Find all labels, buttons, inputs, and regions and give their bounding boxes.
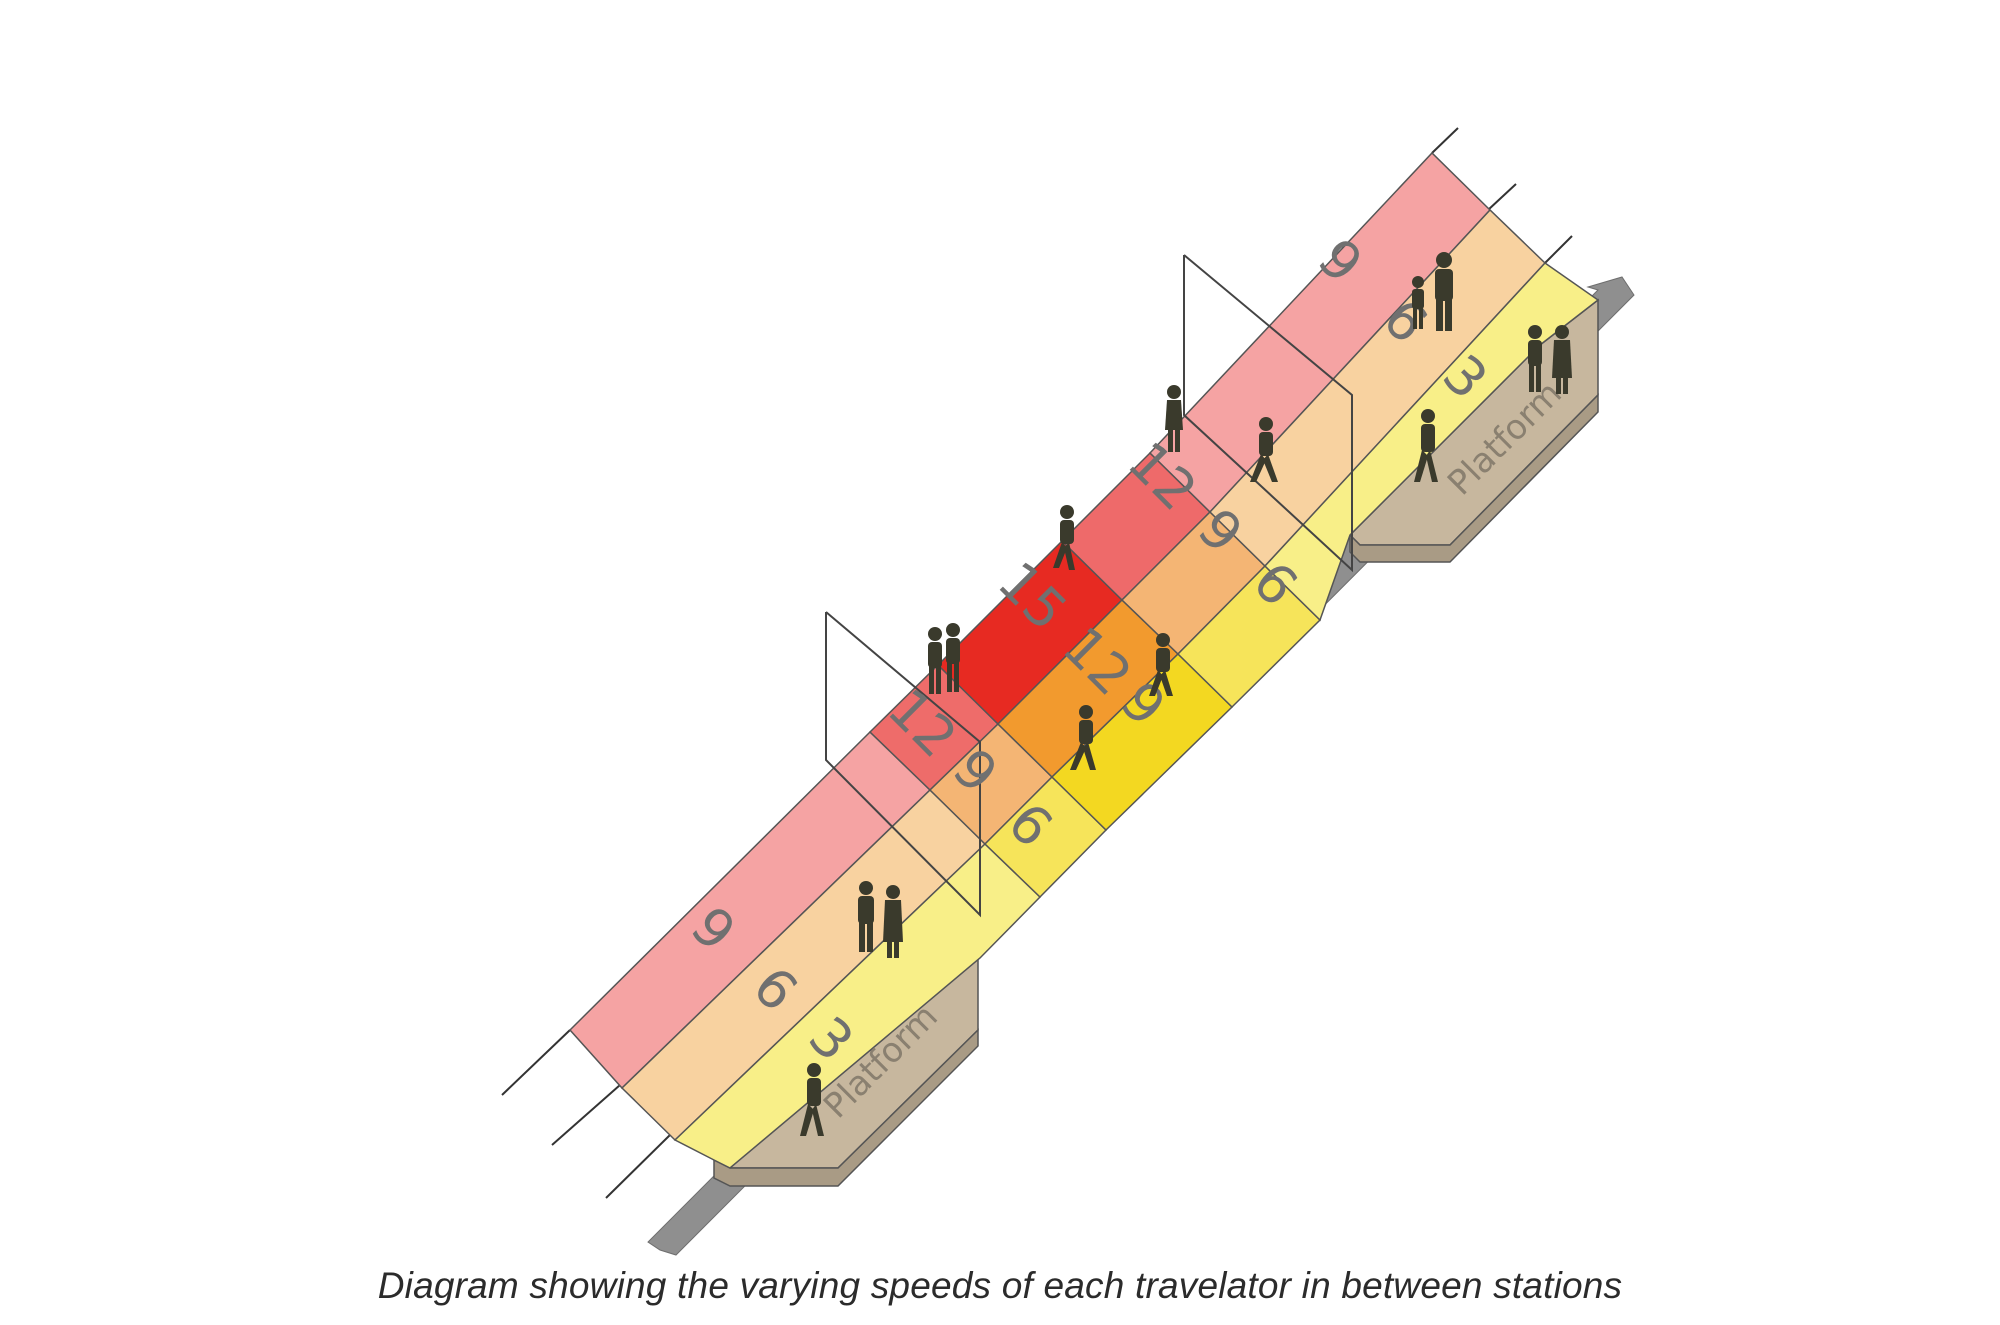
platform-lower-side [713,1028,979,1187]
person-icon [1165,385,1183,452]
lane-outer [568,151,1492,1090]
lane-middle [620,208,1547,1142]
person-icon [883,885,903,958]
person-icon [1528,325,1542,392]
platform-upper-side [1349,393,1599,563]
person-icon [1250,417,1278,482]
person-icon [1435,252,1453,331]
person-icon [946,623,960,692]
guide-lines-right [1431,127,1573,264]
guide-lines-left [501,1029,673,1199]
person-icon [858,881,874,952]
person-icon [1070,705,1096,770]
gate-panels [825,254,1353,918]
person-icon [1053,505,1075,570]
person-icon [1149,633,1173,696]
person-icon [800,1063,824,1136]
person-icon [1552,325,1572,394]
diagram-caption: Diagram showing the varying speeds of ea… [377,1265,1623,1306]
person-icon [1412,276,1424,329]
people [800,252,1572,1136]
gate-panel-1 [825,611,981,918]
person-icon [1414,409,1438,482]
gate-panel-2 [1183,254,1353,573]
person-icon [928,627,942,694]
